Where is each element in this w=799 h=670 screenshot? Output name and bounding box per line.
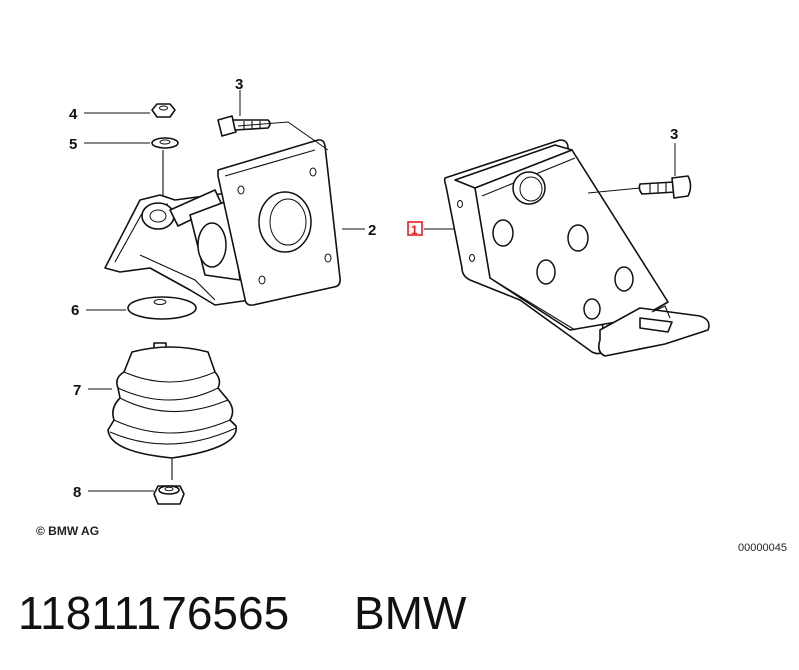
engine-mount-part-7[interactable] bbox=[107, 342, 237, 480]
support-bracket-part-2[interactable] bbox=[104, 139, 341, 306]
hex-nut-part-4[interactable] bbox=[151, 103, 176, 118]
callout-8: 8 bbox=[73, 484, 81, 501]
callout-2: 2 bbox=[368, 222, 376, 239]
washer-part-5[interactable] bbox=[151, 137, 179, 149]
copyright-text: © BMW AG bbox=[36, 524, 100, 538]
callout-6: 6 bbox=[71, 302, 79, 319]
callout-7: 7 bbox=[73, 382, 81, 399]
callout-4: 4 bbox=[69, 106, 78, 123]
diagram-number: 00000045 bbox=[738, 542, 787, 554]
brand-caption: BMW bbox=[354, 587, 467, 639]
callout-1: 1 bbox=[411, 223, 418, 237]
flange-nut-part-8[interactable] bbox=[153, 485, 185, 505]
callout-5: 5 bbox=[69, 136, 77, 153]
leader-lines bbox=[84, 90, 676, 492]
highlight-box bbox=[407, 221, 423, 236]
washer-part-6[interactable] bbox=[127, 296, 197, 320]
callout-3-right: 3 bbox=[670, 126, 678, 143]
bolt-part-3-right[interactable] bbox=[638, 175, 692, 199]
support-bracket-part-1[interactable] bbox=[443, 139, 710, 357]
callout-3-left: 3 bbox=[235, 76, 243, 93]
part-number-caption: 11811176565 bbox=[18, 587, 290, 639]
